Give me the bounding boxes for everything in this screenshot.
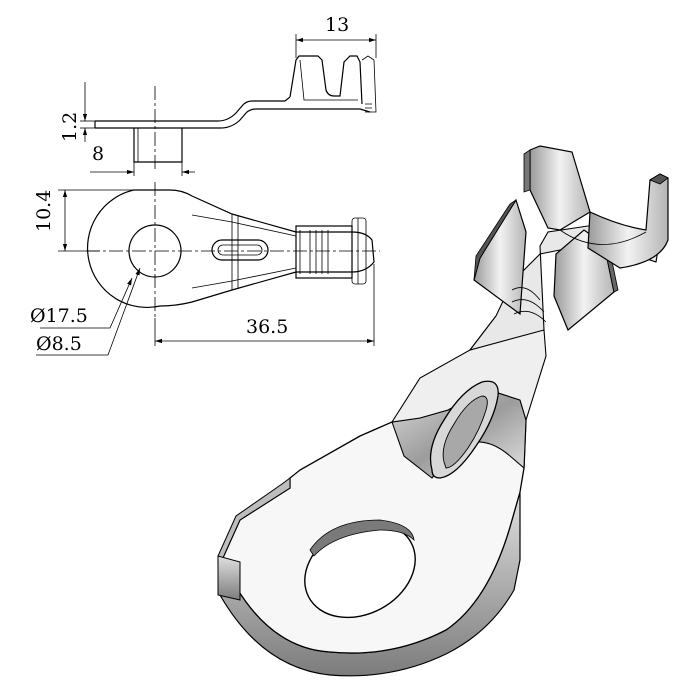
dim-diameter-17-5-label: Ø17.5 <box>30 305 88 327</box>
dim-36-5-label: 36.5 <box>246 316 288 338</box>
dim-13-label: 13 <box>325 14 349 36</box>
dim-8-label: 8 <box>92 143 104 165</box>
dim-1-2-label: 1.2 <box>59 112 81 142</box>
side-view: 13 1.2 8 <box>59 14 377 176</box>
dim-10-4-label: 10.4 <box>33 190 55 232</box>
dim-diameter-8-5-label: Ø8.5 <box>36 333 82 355</box>
isometric-view <box>217 145 669 677</box>
top-view: 10.4 36.5 Ø17.5 Ø8.5 <box>30 182 380 356</box>
